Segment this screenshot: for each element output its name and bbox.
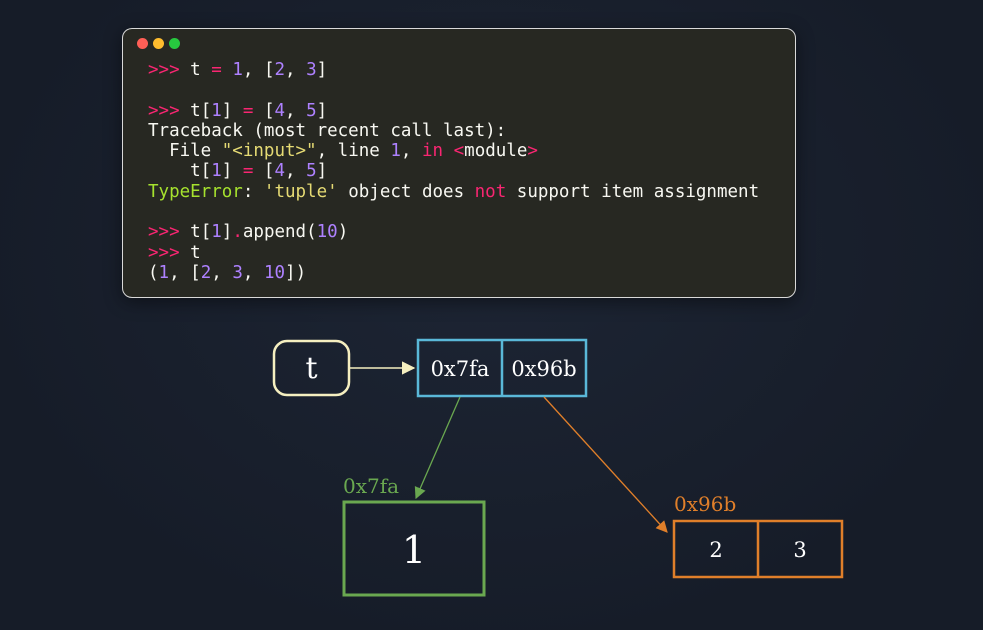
code-token: 1 [232, 60, 243, 80]
int-object-value: 1 [402, 528, 426, 572]
code-token: [ [253, 161, 275, 182]
code-token: 4 [274, 161, 286, 182]
code-token: support item assignment [506, 181, 760, 202]
code-token: 3 [232, 262, 243, 283]
code-token: , [400, 141, 422, 162]
list-cell: 3 [793, 538, 806, 562]
reference-arrow-int [414, 396, 461, 500]
code-token: Traceback (most recent call last): [148, 120, 507, 141]
code-token: t [190, 60, 212, 80]
repl-line: >>> t[1] = [4, 5] [148, 101, 759, 121]
code-token: 2 [200, 262, 212, 283]
code-token: ] [221, 100, 243, 121]
code-token: module [464, 141, 528, 162]
code-token: , line [316, 141, 391, 162]
python-repl-output: >>> t = 1, [2, 3] >>> t[1] = [4, 5]Trace… [148, 60, 759, 283]
reference-arrow-list [543, 396, 668, 533]
int-object-node: 0x7fa 1 [342, 474, 486, 597]
code-token: . [232, 222, 243, 243]
code-token: object does [337, 181, 475, 202]
code-token: t[ [190, 222, 212, 243]
code-token: ( [148, 262, 159, 283]
maximize-window-dot-icon[interactable] [169, 38, 180, 49]
list-cell: 2 [709, 538, 722, 562]
window-controls [137, 38, 180, 49]
code-token: = [211, 60, 222, 80]
code-token: 5 [306, 161, 317, 182]
code-token: 1 [211, 222, 222, 243]
code-token: ]) [285, 262, 307, 283]
code-token: 10 [316, 222, 338, 243]
repl-line: File "<input>", line 1, in <module> [148, 141, 759, 161]
code-token: , [ [169, 262, 201, 283]
code-token: > [527, 141, 538, 162]
code-token: < [453, 141, 465, 162]
int-object-box [342, 500, 486, 597]
repl-line: t[1] = [4, 5] [148, 161, 759, 181]
code-token: TypeError [148, 181, 243, 202]
code-token: in [421, 141, 444, 162]
repl-line: >>> t [148, 243, 759, 263]
code-token: t [190, 242, 201, 263]
variable-node: t [272, 339, 351, 397]
code-token: , [285, 161, 307, 182]
code-token: 1 [390, 141, 401, 162]
code-token: ) [337, 222, 349, 243]
variable-label: t [305, 351, 317, 386]
code-token: >>> [148, 242, 191, 263]
repl-line: >>> t = 1, [2, 3] [148, 60, 759, 80]
tuple-cell: 0x7fa [431, 357, 490, 381]
code-token: , [242, 262, 264, 283]
code-token: 1 [211, 161, 222, 182]
code-token: = [242, 161, 254, 182]
repl-line: Traceback (most recent call last): [148, 121, 759, 141]
code-token: 'tuple' [263, 181, 338, 202]
code-token: 1 [211, 100, 222, 121]
code-token: 1 [158, 262, 170, 283]
close-window-dot-icon[interactable] [137, 38, 148, 49]
code-token: ] [221, 161, 243, 182]
variable-box [272, 339, 351, 397]
code-token: 2 [274, 60, 286, 80]
minimize-window-dot-icon[interactable] [153, 38, 164, 49]
tuple-node: 0x7fa 0x96b [416, 338, 588, 398]
code-token: >>> [148, 100, 191, 121]
code-token: "<input>" [221, 141, 317, 162]
code-token: , [ [242, 60, 275, 80]
tuple-cell: 0x96b [511, 357, 576, 381]
code-token: = [242, 100, 254, 121]
code-token: t[ [148, 161, 212, 182]
code-token: : [242, 181, 264, 202]
code-token: , [285, 60, 307, 80]
code-token: File [148, 141, 222, 162]
code-token: not [474, 181, 507, 202]
list-object-address: 0x96b [674, 492, 736, 516]
int-object-address: 0x7fa [343, 474, 399, 498]
code-token: 5 [306, 100, 317, 121]
code-token: 3 [306, 60, 317, 80]
code-token: 4 [274, 100, 286, 121]
code-token: >>> [148, 60, 191, 80]
code-token: ] [316, 100, 328, 121]
repl-line: TypeError: 'tuple' object does not suppo… [148, 182, 759, 202]
code-token: ] [221, 222, 233, 243]
code-token: append( [242, 222, 317, 243]
code-token: [ [253, 100, 275, 121]
code-token: t[ [190, 100, 212, 121]
terminal-window: >>> t = 1, [2, 3] >>> t[1] = [4, 5]Trace… [122, 28, 796, 298]
code-token: 10 [263, 262, 286, 283]
code-token: ] [316, 161, 328, 182]
repl-line: >>> t[1].append(10) [148, 222, 759, 242]
code-token: , [285, 100, 307, 121]
code-token: ] [316, 60, 328, 80]
repl-line: (1, [2, 3, 10]) [148, 263, 759, 283]
code-token: , [211, 262, 233, 283]
code-token: >>> [148, 222, 191, 243]
list-object-node: 0x96b 2 3 [672, 492, 844, 579]
